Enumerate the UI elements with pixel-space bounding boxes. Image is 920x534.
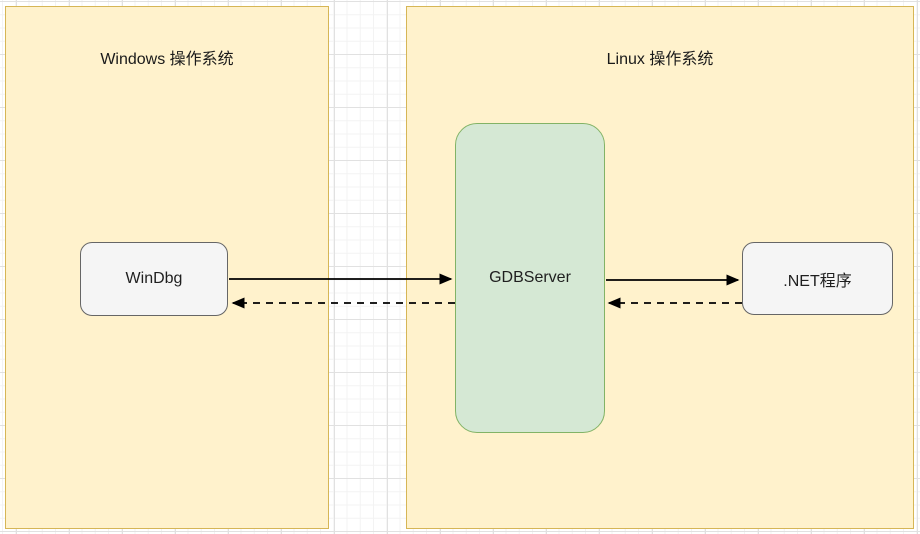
- group-linux-os-label: Linux 操作系统: [606, 51, 714, 68]
- node-windbg-label: WinDbg: [125, 270, 183, 287]
- node-dotnet-app[interactable]: .NET程序: [742, 242, 893, 315]
- node-gdbserver[interactable]: GDBServer: [455, 123, 605, 433]
- node-windbg[interactable]: WinDbg: [80, 242, 228, 316]
- node-gdbserver-label: GDBServer: [489, 269, 571, 286]
- node-dotnet-app-label: .NET程序: [783, 272, 852, 290]
- group-windows-os-label: Windows 操作系统: [100, 51, 234, 68]
